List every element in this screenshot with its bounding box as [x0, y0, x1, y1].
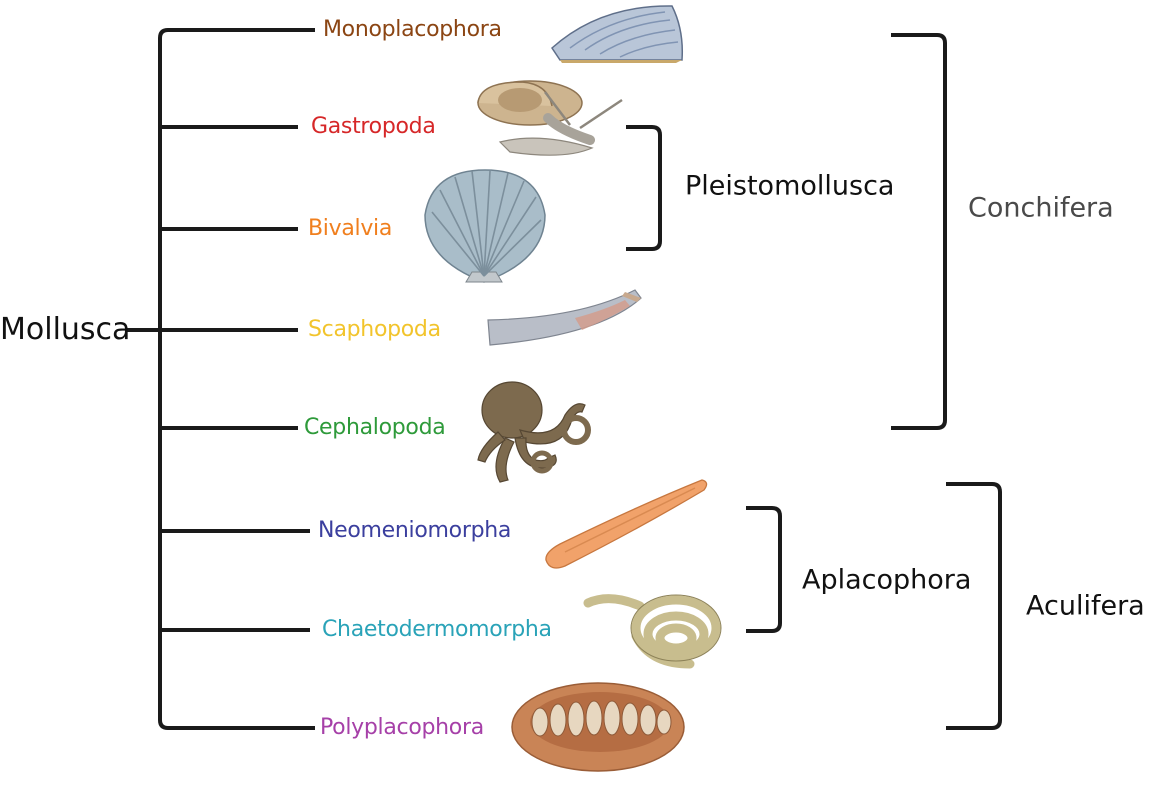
group-label-aculifera: Aculifera	[1026, 590, 1145, 622]
tusk-shell-icon	[487, 289, 642, 346]
conchifera-bracket	[891, 33, 947, 430]
coiled-worm-icon	[583, 594, 721, 669]
group-label-aplacophora: Aplacophora	[802, 564, 972, 596]
scallop-shell-icon	[424, 169, 546, 283]
taxon-label-gastropoda: Gastropoda	[311, 114, 436, 139]
taxon-label-chaetodermomorpha: Chaetodermomorpha	[322, 617, 552, 642]
monoplacophoran-shell-icon	[551, 5, 684, 63]
solenogaster-worm-icon	[545, 479, 708, 569]
taxon-label-monoplacophora: Monoplacophora	[323, 17, 502, 42]
taxon-label-polyplacophora: Polyplacophora	[320, 715, 484, 740]
group-label-conchifera: Conchifera	[968, 192, 1114, 224]
root-label-mollusca: Mollusca	[0, 312, 131, 347]
taxon-label-cephalopoda: Cephalopoda	[304, 415, 446, 440]
group-label-pleistomollusca: Pleistomollusca	[685, 170, 895, 202]
taxon-label-bivalvia: Bivalvia	[308, 216, 393, 241]
octopus-icon	[477, 381, 591, 483]
taxon-label-scaphopoda: Scaphopoda	[308, 317, 441, 342]
taxon-label-neomeniomorpha: Neomeniomorpha	[318, 518, 512, 543]
tree-trunk	[158, 28, 315, 730]
chiton-icon	[511, 682, 685, 772]
aplacophora-bracket	[746, 506, 782, 633]
snail-icon	[477, 80, 623, 156]
pleistomollusca-bracket	[626, 125, 662, 251]
aculifera-bracket	[946, 482, 1002, 730]
